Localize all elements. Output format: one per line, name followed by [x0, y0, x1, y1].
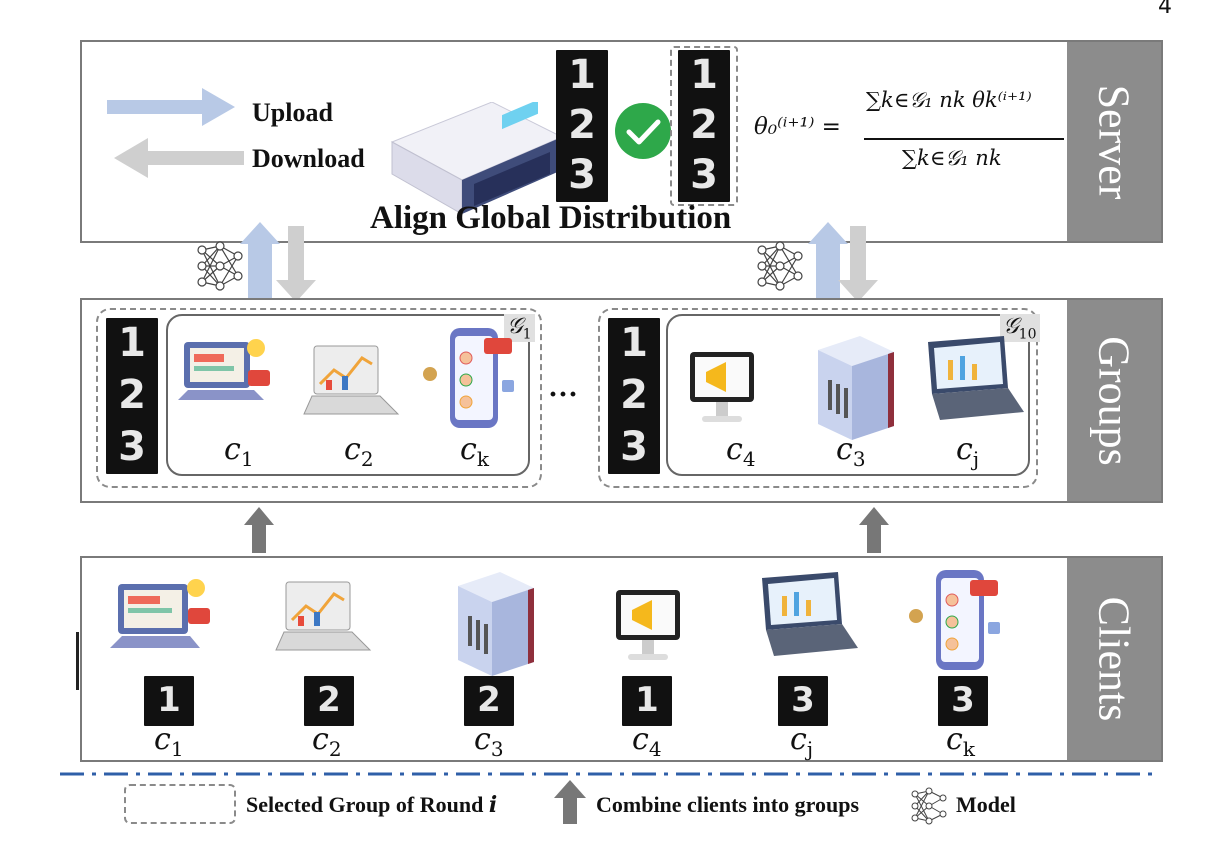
aligned-digits-column: 1 2 3 [678, 50, 730, 202]
group10-tag: 𝒢10 [1000, 314, 1040, 343]
legend-selected-group: Selected Group of Round i [246, 792, 498, 818]
clients-tab: Clients [1067, 558, 1161, 760]
combine-arrow-icon [859, 507, 889, 553]
phone-contacts-icon [423, 328, 514, 428]
laptop-dashboard-icon [928, 336, 1024, 420]
aggregation-formula: θ₀⁽ⁱ⁺¹⁾ = ∑k∈𝒢₁ nk θk⁽ⁱ⁺¹⁾ ∑k∈𝒢₁ nk [754, 80, 1072, 190]
model-icon [757, 241, 803, 291]
groups-tab: Groups [1067, 300, 1161, 501]
client-label: cj [790, 722, 814, 761]
fraction-bar [864, 138, 1064, 140]
monitor-megaphone-icon [690, 352, 754, 422]
client-label: c4 [632, 722, 662, 761]
server-rack-icon [390, 102, 564, 215]
client-digit-tile: 3 [938, 676, 988, 726]
monitor-megaphone-icon [616, 590, 680, 660]
laptop-chart-icon [303, 345, 400, 415]
upload-label: Upload [252, 98, 333, 127]
ellipsis: ··· [548, 378, 579, 411]
global-digits-column: 1 2 3 [556, 50, 608, 202]
server-title: Align Global Distribution [370, 200, 732, 236]
group1-selected-frame [96, 308, 542, 488]
server-tab: Server [1067, 42, 1161, 241]
download-label: Download [252, 144, 365, 173]
legend-combine-arrow-icon [554, 780, 586, 824]
server-tower-icon [458, 572, 534, 676]
group1-tag: 𝒢1 [504, 314, 535, 343]
group10-selected-frame [598, 308, 1038, 488]
upload-arrow-group10-icon [808, 222, 848, 300]
download-arrow-group10-icon [838, 226, 878, 302]
upload-arrow-group1-icon [240, 222, 280, 300]
group1-client-label: ck [460, 432, 489, 471]
laptop-promo-icon [178, 339, 270, 400]
laptop-chart-icon [275, 581, 372, 651]
formula-numerator: ∑k∈𝒢₁ nk θk⁽ⁱ⁺¹⁾ [866, 88, 1032, 112]
legend-separator [60, 772, 1160, 776]
legend-dashed-box-icon [124, 784, 236, 824]
laptop-dashboard-icon [762, 572, 858, 656]
legend-combine: Combine clients into groups [596, 792, 860, 817]
page-number: 4 [1158, 0, 1172, 19]
groups-panel: Groups 1 2 3 𝒢1 c1 c2 ck ··· 1 2 3 [80, 298, 1163, 503]
server-tower-icon [818, 336, 894, 440]
laptop-promo-icon [110, 579, 210, 648]
combine-arrow-icon [244, 507, 274, 553]
upload-arrow-icon [107, 88, 235, 126]
phone-contacts-icon [909, 570, 1000, 670]
client-label: c3 [474, 722, 504, 761]
client-digit-tile: 2 [464, 676, 514, 726]
group10-client-label: cj [956, 432, 980, 471]
edge-mark [76, 632, 79, 690]
legend-model: Model [956, 792, 1016, 817]
formula-denominator: ∑k∈𝒢₁ nk [902, 146, 1002, 170]
client-label: c1 [154, 722, 184, 761]
group1-box [166, 314, 530, 476]
download-arrow-group1-icon [276, 226, 316, 302]
group10-box [666, 314, 1030, 476]
group10-client-label: c3 [836, 432, 866, 471]
check-icon [615, 103, 671, 159]
client-digit-tile: 1 [144, 676, 194, 726]
group10-client-label: c4 [726, 432, 756, 471]
clients-panel: Clients 1 [80, 556, 1163, 762]
formula-lhs: θ₀⁽ⁱ⁺¹⁾ = [754, 114, 841, 140]
group1-client-label: c1 [224, 432, 254, 471]
client-label: c2 [312, 722, 342, 761]
server-panel: Server Upload Download 1 2 3 1 2 3 θ₀⁽ⁱ⁺… [80, 40, 1163, 243]
client-digit-tile: 1 [622, 676, 672, 726]
model-icon [197, 241, 243, 291]
client-digit-tile: 2 [304, 676, 354, 726]
legend-model-icon [911, 787, 947, 825]
aligned-digits-frame [670, 46, 738, 206]
group1-digits-column: 1 2 3 [106, 318, 158, 474]
client-label: ck [946, 722, 975, 761]
download-arrow-icon [114, 138, 244, 178]
group1-client-label: c2 [344, 432, 374, 471]
client-digit-tile: 3 [778, 676, 828, 726]
group10-digits-column: 1 2 3 [608, 318, 660, 474]
